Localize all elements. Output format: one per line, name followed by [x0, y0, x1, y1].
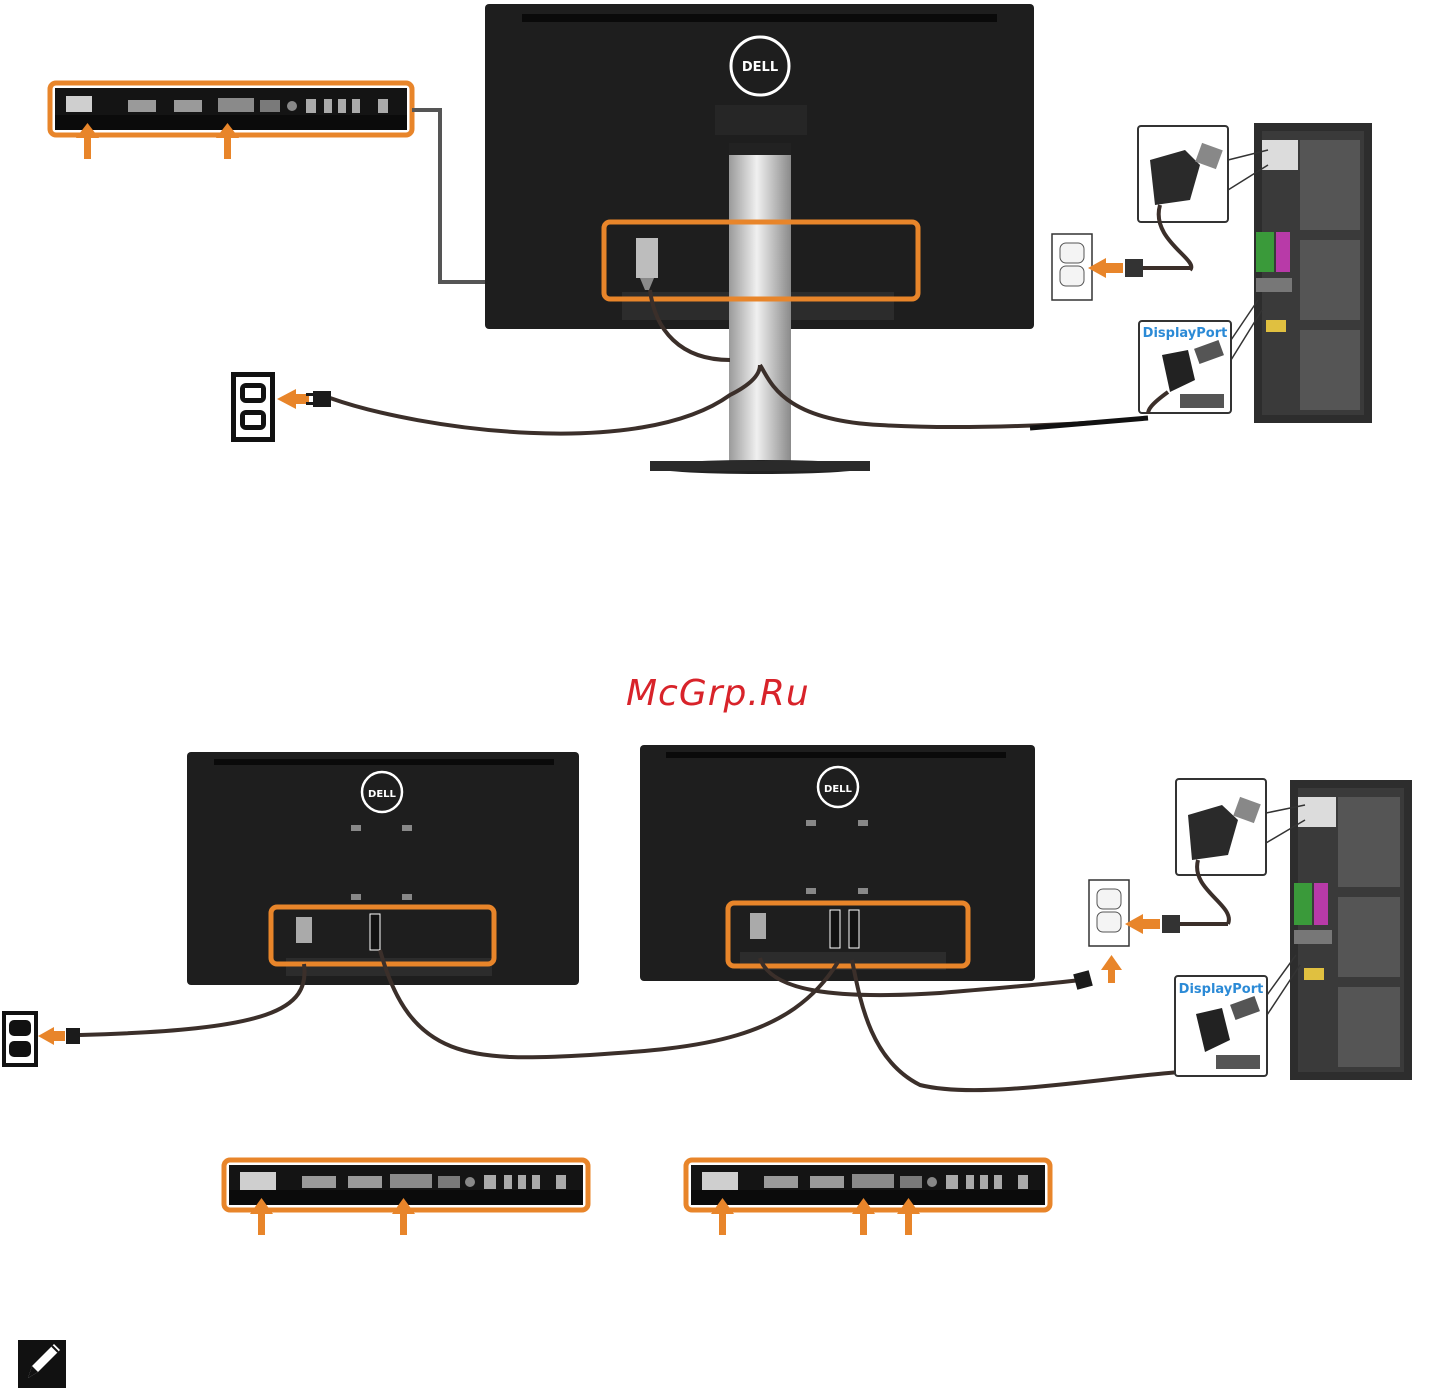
power-connector-inset-bottom [1176, 779, 1305, 924]
dell-logo-text: DELL [824, 784, 853, 795]
daisy-chain-setup: DELL DELL [2, 745, 1412, 1235]
power-connector-inset-top [1138, 126, 1268, 270]
power-outlet-icon [2, 1011, 80, 1067]
port-strip-closeup-top [50, 83, 412, 159]
power-port [66, 96, 92, 112]
watermark-text: McGrp.Ru [626, 673, 810, 714]
power-plug [277, 389, 331, 409]
displayport-label: DisplayPort [1179, 982, 1264, 997]
port-strip-closeup-2 [686, 1160, 1050, 1235]
monitor-stand [729, 143, 791, 463]
port-strip-closeup-1 [224, 1160, 588, 1235]
power-outlet-icon [231, 372, 275, 442]
power-plug [1073, 955, 1122, 990]
pc-tower-bottom [1290, 780, 1412, 1080]
monitor-rear-2: DELL [640, 745, 1035, 981]
hdmi-port-2 [174, 100, 202, 112]
displayport-inset-top: DisplayPort [1139, 300, 1262, 414]
pencil-note-icon [18, 1340, 66, 1388]
dell-logo-text: DELL [742, 60, 778, 75]
monitor-rear-top: DELL [485, 4, 1034, 474]
dell-logo: DELL [818, 767, 858, 807]
displayport-inset-bottom: DisplayPort [1175, 955, 1300, 1076]
dell-logo: DELL [362, 772, 402, 812]
monitor-rear-1: DELL [187, 752, 579, 985]
hdmi-port [128, 100, 156, 112]
dell-logo-text: DELL [368, 789, 397, 800]
dell-logo: DELL [731, 37, 789, 95]
displayport-label: DisplayPort [1143, 326, 1228, 341]
single-monitor-setup: DELL [50, 4, 1372, 474]
pc-tower-top [1254, 123, 1372, 423]
displayport-in [218, 98, 254, 112]
mini-dp-port [260, 100, 280, 112]
orange-arrow-icon [1101, 955, 1122, 983]
